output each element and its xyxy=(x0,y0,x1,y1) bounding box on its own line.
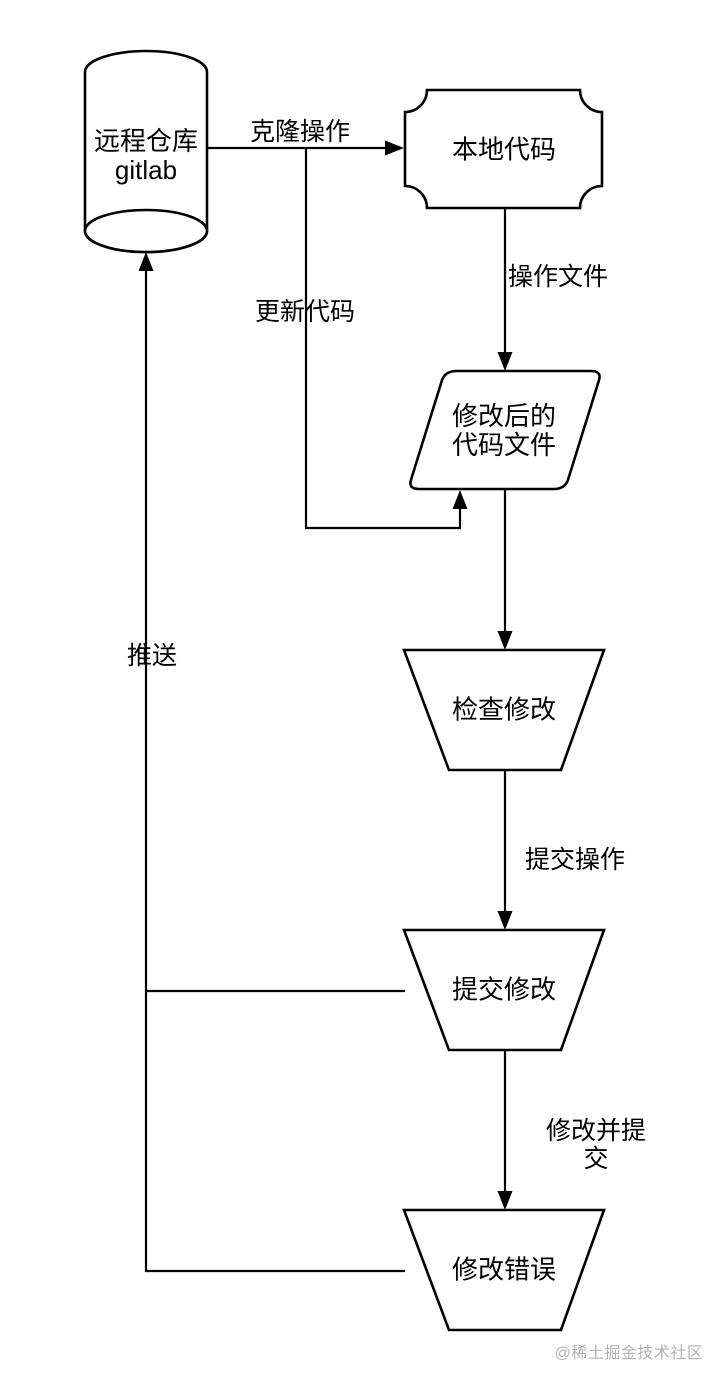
local-code-label: 本地代码 xyxy=(451,134,557,165)
update-code-edge-label: 更新代码 xyxy=(254,298,356,326)
commit-changes-node xyxy=(402,928,606,1052)
commit-arrow xyxy=(497,770,513,930)
push-connector xyxy=(138,252,405,1273)
push-edge-label: 推送 xyxy=(126,642,178,670)
operate-file-arrow xyxy=(497,208,513,371)
modify-and-commit-edge-label: 修改并提交 xyxy=(545,1117,646,1173)
remote-repo-label: 远程仓库 gitlab xyxy=(93,125,199,185)
commit-changes-label: 提交修改 xyxy=(451,974,557,1005)
fix-errors-label: 修改错误 xyxy=(451,1254,557,1285)
check-changes-label: 检查修改 xyxy=(451,694,557,725)
update-code-connector xyxy=(304,149,468,530)
modify-commit-arrow xyxy=(497,1050,513,1210)
local-code-node xyxy=(403,88,604,210)
watermark: @稀土掘金技术社区 xyxy=(554,1345,704,1362)
modified-code-files-node xyxy=(409,369,601,491)
remote-repo-cylinder xyxy=(83,49,209,254)
commit-edge-label: 提交操作 xyxy=(524,846,626,874)
clone-edge-label: 克隆操作 xyxy=(249,118,351,146)
to-check-arrow xyxy=(497,489,513,650)
operate-file-edge-label: 操作文件 xyxy=(507,263,609,291)
fix-errors-node xyxy=(402,1208,606,1332)
check-changes-node xyxy=(402,648,606,772)
modified-code-files-label: 修改后的 代码文件 xyxy=(451,400,557,460)
clone-arrow xyxy=(207,140,404,156)
